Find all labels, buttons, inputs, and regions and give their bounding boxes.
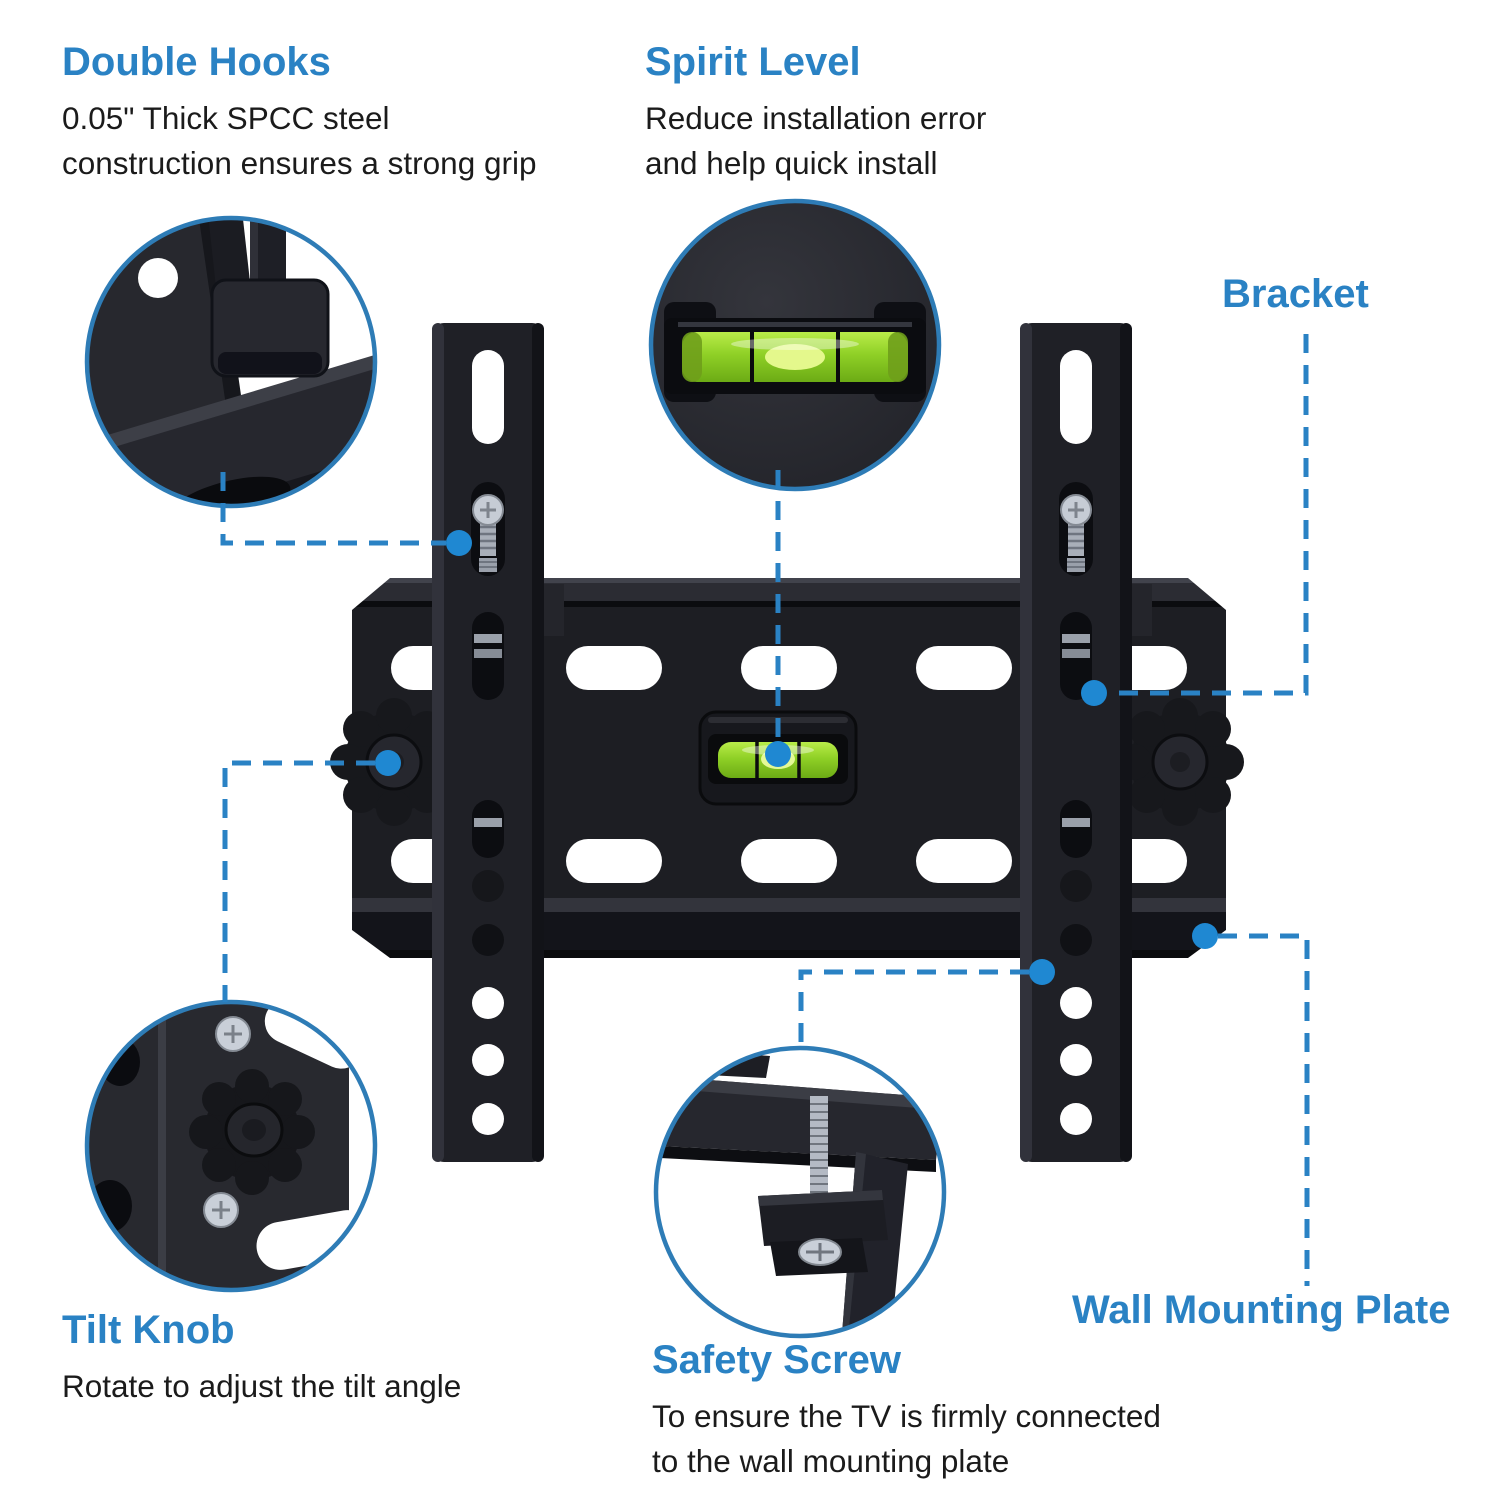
inset-double-hooks [84, 215, 378, 509]
dot-wall-plate [1192, 923, 1218, 949]
callout-title-safety-screw: Safety Screw [652, 1338, 902, 1382]
callout-desc-line: to the wall mounting plate [652, 1443, 1010, 1480]
callout-wall-mounting-plate: Wall Mounting Plate [1072, 1288, 1451, 1344]
dot-safety-screw [1029, 959, 1055, 985]
callout-desc-line: To ensure the TV is firmly connected [652, 1397, 1161, 1434]
leader-bracket [1112, 334, 1309, 696]
callout-bracket: Bracket [1222, 272, 1369, 328]
callout-title-bracket: Bracket [1222, 272, 1369, 316]
callout-double-hooks: Double Hooks 0.05" Thick SPCC steel cons… [62, 40, 537, 187]
callout-spirit-level: Spirit Level Reduce installation error a… [645, 40, 986, 187]
inset-tilt-knob [84, 999, 378, 1293]
leader-tilt-knob [222, 760, 375, 1002]
inset-spirit-level [648, 198, 942, 492]
tv-bracket-left [430, 321, 546, 1164]
callout-desc-line: Rotate to adjust the tilt angle [62, 1367, 462, 1404]
callout-safety-screw: Safety Screw To ensure the TV is firmly … [652, 1338, 1161, 1485]
callout-title-spirit-level: Spirit Level [645, 40, 861, 84]
leader-safety-screw [798, 969, 1029, 1044]
callout-desc-line: construction ensures a strong grip [62, 145, 537, 182]
callout-tilt-knob: Tilt Knob Rotate to adjust the tilt angl… [62, 1308, 461, 1409]
tv-bracket-right [1018, 321, 1134, 1164]
dot-bracket [1081, 680, 1107, 706]
callout-title-wall-mounting-plate: Wall Mounting Plate [1072, 1288, 1451, 1332]
leader-lines [220, 334, 1310, 1286]
leader-wall-plate [1218, 933, 1310, 1286]
dot-double-hooks [446, 530, 472, 556]
dot-spirit-level [765, 741, 791, 767]
callout-desc-line: and help quick install [645, 145, 938, 182]
callout-title-tilt-knob: Tilt Knob [62, 1308, 235, 1352]
dot-tilt-knob [375, 750, 401, 776]
leader-double-hooks [220, 472, 446, 546]
tilt-knob-right-graphic [1116, 698, 1244, 826]
callout-title-double-hooks: Double Hooks [62, 40, 331, 84]
callout-desc-line: Reduce installation error [645, 99, 987, 136]
leader-dots [375, 530, 1218, 985]
callout-desc-line: 0.05" Thick SPCC steel [62, 99, 390, 136]
inset-safety-screw [653, 1045, 947, 1339]
